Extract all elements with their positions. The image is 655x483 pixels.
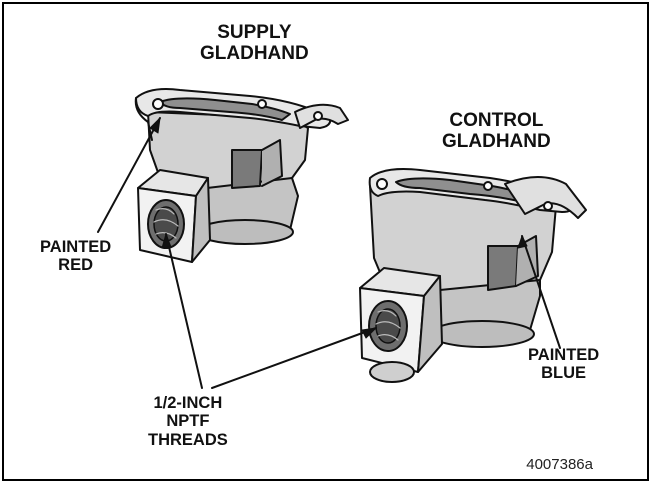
figure-number: 4007386a [526, 456, 593, 473]
supply-gladhand-drawing [134, 88, 349, 263]
threads-line3: THREADS [148, 430, 228, 449]
painted-red-label: PAINTED RED [40, 238, 111, 275]
painted-blue-line2: BLUE [541, 364, 587, 383]
painted-blue-line1: PAINTED [528, 346, 600, 364]
threads-line2: NPTF [166, 412, 210, 431]
painted-blue-label: PAINTED BLUE [528, 346, 599, 383]
control-label-line2: GLADHAND [442, 131, 551, 153]
threads-line1: 1/2-INCH [153, 394, 223, 412]
painted-red-line2: RED [58, 256, 94, 275]
control-gladhand-label: CONTROL GLADHAND [442, 110, 551, 153]
threads-label: 1/2-INCH NPTF THREADS [148, 394, 228, 449]
painted-red-line1: PAINTED [40, 238, 112, 256]
supply-label-line2: GLADHAND [200, 43, 309, 65]
control-label-line1: CONTROL [449, 110, 544, 131]
supply-gladhand-label: SUPPLY GLADHAND [200, 22, 309, 65]
control-gladhand-drawing [359, 168, 587, 383]
leader-lines [97, 117, 561, 389]
supply-label-line1: SUPPLY [217, 22, 292, 43]
